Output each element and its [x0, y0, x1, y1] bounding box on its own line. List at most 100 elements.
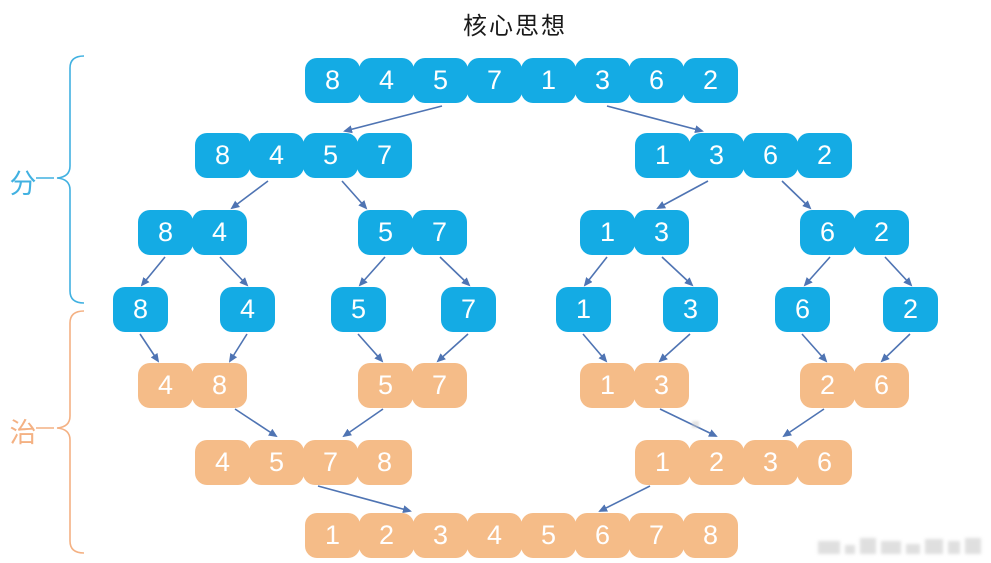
number-cell: 8 — [113, 287, 168, 332]
merge-phase-label: 治 — [9, 418, 37, 448]
number-cell: 7 — [441, 287, 496, 332]
page-title: 核心思想 — [463, 14, 567, 40]
flow-arrow — [439, 256, 471, 287]
number-cell: 8 — [192, 363, 247, 408]
number-cell: 4 — [359, 58, 414, 103]
flow-arrow — [436, 333, 469, 363]
number-cell: 8 — [138, 210, 193, 255]
number-cell: 7 — [467, 58, 522, 103]
flow-arrow — [880, 333, 911, 363]
number-cell: 2 — [883, 287, 938, 332]
number-cell: 7 — [629, 513, 684, 558]
number-cell: 4 — [220, 287, 275, 332]
number-cell: 6 — [854, 363, 909, 408]
number-cell: 7 — [412, 363, 467, 408]
divide-array-group: 4 — [220, 287, 275, 332]
flow-arrow — [140, 256, 166, 287]
number-cell: 5 — [358, 210, 413, 255]
number-cell: 1 — [635, 133, 690, 178]
divide-array-group: 2 — [883, 287, 938, 332]
number-cell: 4 — [195, 440, 250, 485]
flow-arrow — [656, 180, 709, 209]
number-cell: 3 — [689, 133, 744, 178]
divide-brace — [36, 55, 85, 304]
divide-array-group: 3 — [663, 287, 718, 332]
number-cell: 3 — [575, 58, 630, 103]
number-cell: 1 — [580, 363, 635, 408]
flow-arrow — [661, 256, 694, 287]
number-cell: 6 — [743, 133, 798, 178]
number-cell: 6 — [629, 58, 684, 103]
number-cell: 1 — [635, 440, 690, 485]
flow-arrow — [606, 105, 704, 134]
divide-array-group: 7 — [441, 287, 496, 332]
number-cell: 2 — [683, 58, 738, 103]
flow-arrow — [658, 333, 691, 363]
flow-arrow — [583, 256, 608, 287]
number-cell: 6 — [797, 440, 852, 485]
flow-arrow — [582, 333, 608, 363]
number-cell: 3 — [663, 287, 718, 332]
flow-arrow — [598, 485, 651, 512]
number-cell: 4 — [192, 210, 247, 255]
number-cell: 5 — [249, 440, 304, 485]
flow-arrow — [228, 333, 248, 363]
flow-arrow — [781, 180, 812, 210]
number-cell: 8 — [305, 58, 360, 103]
divide-array-group: 1 — [556, 287, 611, 332]
number-cell: 6 — [800, 210, 855, 255]
number-cell: 8 — [195, 133, 250, 178]
flow-arrow — [803, 256, 831, 287]
number-cell: 4 — [138, 363, 193, 408]
number-cell: 1 — [305, 513, 360, 558]
flow-arrow — [317, 485, 412, 514]
number-cell: 1 — [521, 58, 576, 103]
number-cell: 3 — [634, 210, 689, 255]
number-cell: 4 — [249, 133, 304, 178]
divide-array-group: 5 — [331, 287, 386, 332]
number-cell: 7 — [303, 440, 358, 485]
number-cell: 2 — [797, 133, 852, 178]
number-cell: 8 — [357, 440, 412, 485]
flow-arrow — [357, 333, 384, 363]
number-cell: 6 — [775, 287, 830, 332]
number-cell: 2 — [689, 440, 744, 485]
flow-arrow — [782, 408, 825, 438]
flow-arrow — [884, 256, 913, 287]
number-cell: 5 — [413, 58, 468, 103]
flow-arrow — [343, 105, 443, 134]
number-cell: 2 — [800, 363, 855, 408]
divide-phase-label: 分 — [9, 169, 37, 199]
number-cell: 4 — [467, 513, 522, 558]
flow-arrow — [801, 333, 828, 363]
divide-array-group: 8 — [113, 287, 168, 332]
number-cell: 3 — [743, 440, 798, 485]
number-cell: 3 — [413, 513, 468, 558]
flow-arrow — [139, 333, 160, 363]
watermark — [818, 538, 981, 554]
number-cell: 5 — [303, 133, 358, 178]
flow-arrow — [341, 180, 368, 210]
merge-brace — [36, 310, 85, 554]
number-cell: 2 — [854, 210, 909, 255]
number-cell: 1 — [556, 287, 611, 332]
flow-arrow — [219, 256, 249, 287]
flow-arrow — [659, 408, 718, 437]
number-cell: 8 — [683, 513, 738, 558]
flow-arrow — [342, 408, 384, 438]
number-cell: 7 — [412, 210, 467, 255]
watermark-speck — [692, 421, 699, 428]
divide-array-group: 6 — [775, 287, 830, 332]
number-cell: 5 — [521, 513, 576, 558]
